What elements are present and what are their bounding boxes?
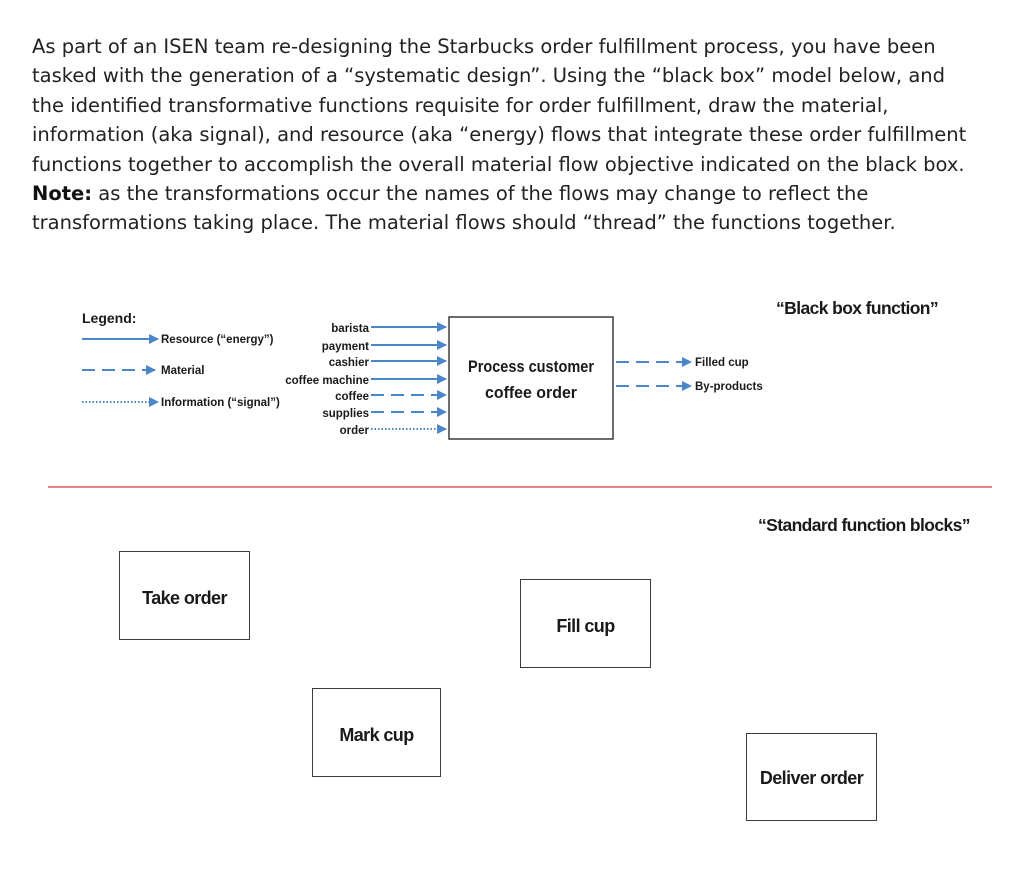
legend-material-label: Material (161, 365, 204, 377)
legend-title: Legend: (82, 310, 136, 326)
black-box-heading: “Black box function” (776, 298, 939, 318)
input-label: order (340, 425, 370, 437)
standard-blocks-heading: “Standard function blocks” (758, 515, 971, 535)
input-label: payment (322, 341, 369, 353)
input-label: coffee (335, 391, 369, 403)
black-box-label-line2: coffee order (485, 383, 577, 402)
black-box-label-line1: Process customer (468, 357, 594, 376)
black-box-function (448, 316, 614, 440)
deliver-order-label: Deliver order (759, 768, 864, 788)
output-flows: Filled cup By-products (616, 357, 763, 393)
note-label: Note: (32, 182, 93, 206)
input-flows: barista payment cashier coffee machine c… (285, 322, 447, 437)
output-label: By-products (695, 381, 763, 393)
mark-cup-block: Mark cup (312, 688, 441, 777)
fill-cup-block: Fill cup (520, 579, 651, 668)
output-label: Filled cup (695, 357, 749, 369)
input-label: cashier (329, 357, 370, 369)
take-order-label: Take order (142, 588, 227, 608)
input-label: supplies (322, 408, 369, 420)
legend-resource-label: Resource (“energy”) (161, 334, 274, 346)
fill-cup-label: Fill cup (556, 616, 615, 636)
note-text: as the transformations occur the names o… (32, 182, 896, 235)
legend-information-label: Information (“signal”) (161, 397, 280, 409)
instructions-text: As part of an ISEN team re-designing the… (32, 35, 967, 176)
input-label: coffee machine (285, 375, 369, 387)
mark-cup-label: Mark cup (339, 725, 414, 745)
deliver-order-block: Deliver order (746, 733, 877, 821)
input-label: barista (331, 323, 369, 335)
take-order-block: Take order (119, 551, 250, 640)
instructions-paragraph: As part of an ISEN team re-designing the… (32, 32, 982, 238)
legend: Legend: Resource (“energy”) Material Inf… (82, 310, 280, 409)
